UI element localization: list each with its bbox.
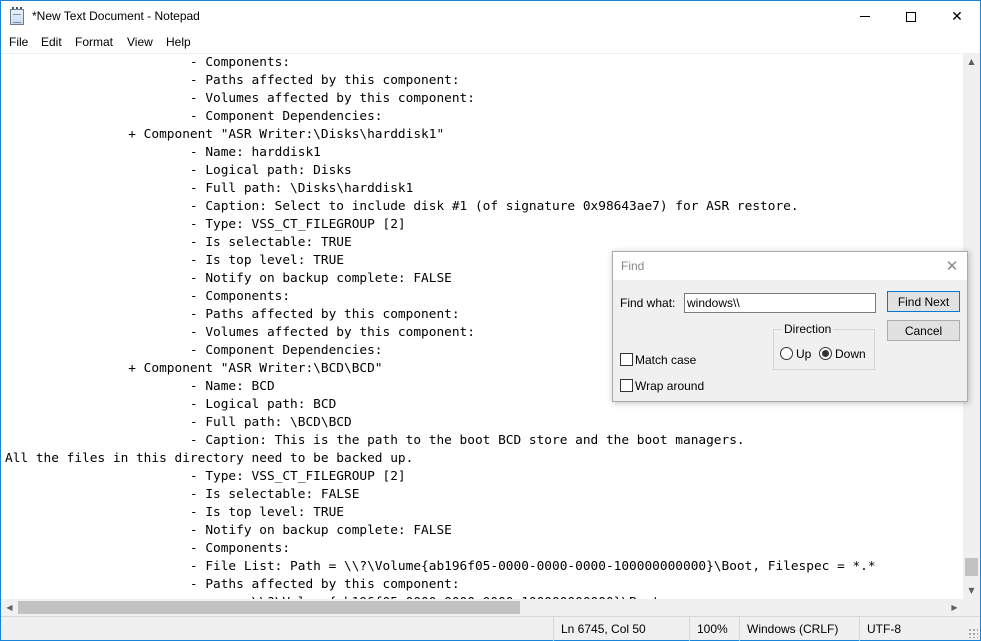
editor-text[interactable]: - Components: - Paths affected by this c… — [5, 55, 876, 599]
status-zoom: 100% — [689, 617, 739, 641]
notepad-icon — [10, 7, 24, 25]
direction-group: Direction Up Down — [773, 322, 875, 370]
maximize-icon — [906, 11, 916, 22]
scroll-down-icon[interactable]: ▼ — [968, 586, 975, 595]
cancel-button[interactable]: Cancel — [887, 320, 960, 341]
scrollbar-corner — [963, 599, 980, 616]
wrap-around-checkbox[interactable] — [620, 379, 633, 392]
find-what-input[interactable]: windows\\ — [684, 293, 876, 313]
menu-file[interactable]: File — [9, 35, 29, 49]
find-title-bar[interactable]: Find ✕ — [613, 252, 967, 280]
find-close-icon[interactable]: ✕ — [945, 258, 959, 275]
menu-edit[interactable]: Edit — [41, 35, 62, 49]
scroll-right-icon[interactable]: ▶ — [951, 603, 958, 612]
minimize-button[interactable] — [842, 1, 888, 32]
match-case-label[interactable]: Match case — [635, 353, 697, 367]
direction-down-radio[interactable] — [819, 347, 832, 360]
status-line-ending: Windows (CRLF) — [739, 617, 859, 641]
vertical-scrollbar[interactable]: ▲ ▼ — [963, 53, 980, 599]
maximize-button[interactable] — [888, 1, 934, 32]
resize-grip-icon[interactable] — [968, 628, 978, 638]
find-dialog: Find ✕ Find what: windows\\ Find Next Ca… — [612, 251, 968, 402]
status-bar: Ln 6745, Col 50 100% Windows (CRLF) UTF-… — [1, 616, 980, 641]
horizontal-scrollbar[interactable]: ◀ ▶ — [1, 599, 963, 616]
direction-label: Direction — [782, 322, 834, 336]
find-what-label: Find what: — [620, 296, 676, 310]
status-encoding: UTF-8 — [859, 617, 959, 641]
wrap-around-label[interactable]: Wrap around — [635, 379, 705, 393]
menu-help[interactable]: Help — [166, 35, 191, 49]
menu-view[interactable]: View — [127, 35, 153, 49]
minimize-icon — [860, 16, 870, 17]
direction-down-label[interactable]: Down — [835, 347, 866, 361]
scroll-up-icon[interactable]: ▲ — [968, 57, 975, 66]
direction-up-radio[interactable] — [780, 347, 793, 360]
find-next-button[interactable]: Find Next — [887, 291, 960, 312]
menu-format[interactable]: Format — [75, 35, 114, 49]
title-bar[interactable]: *New Text Document - Notepad ✕ — [1, 1, 980, 32]
close-icon: ✕ — [951, 8, 963, 25]
vertical-scroll-thumb[interactable] — [965, 558, 978, 576]
window-title: *New Text Document - Notepad — [32, 9, 200, 23]
horizontal-scroll-thumb[interactable] — [18, 601, 520, 614]
menu-bar: File Edit Format View Help — [1, 32, 980, 53]
scroll-left-icon[interactable]: ◀ — [6, 603, 13, 612]
direction-up-label[interactable]: Up — [796, 347, 812, 361]
close-button[interactable]: ✕ — [934, 1, 980, 32]
status-position: Ln 6745, Col 50 — [553, 617, 694, 641]
find-dialog-title: Find — [621, 259, 645, 273]
match-case-checkbox[interactable] — [620, 353, 633, 366]
